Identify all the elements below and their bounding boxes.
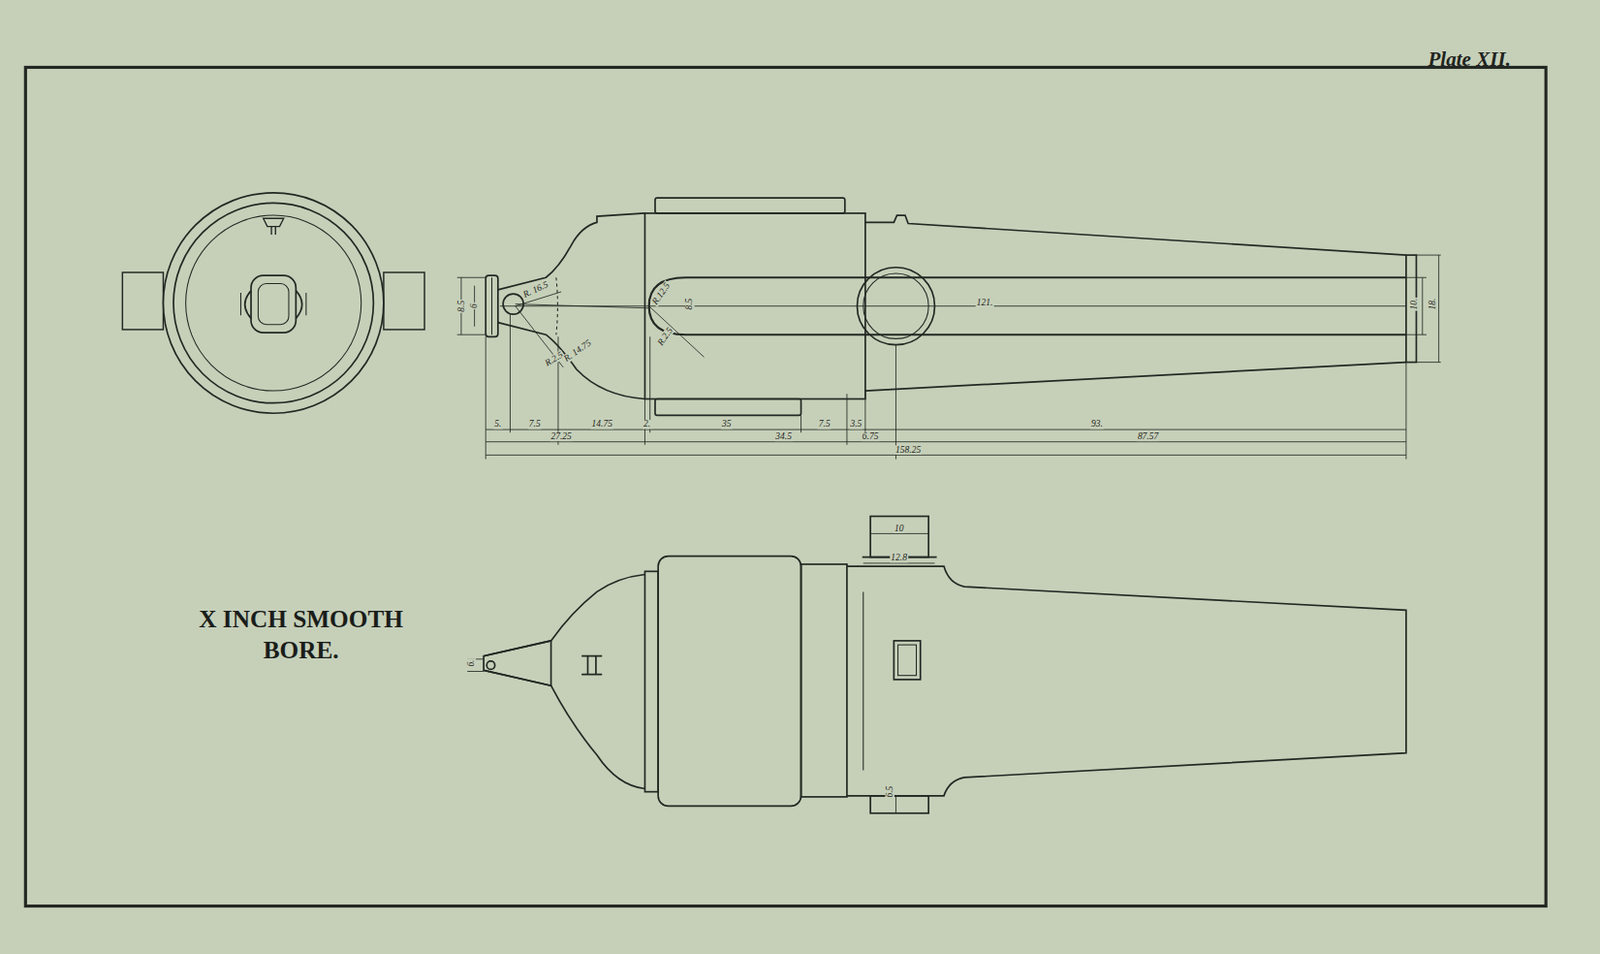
dimension-label: 10. <box>1410 297 1419 312</box>
drawing-line <box>173 202 374 403</box>
drawing-line <box>483 640 551 686</box>
drawing-line <box>485 429 1407 431</box>
dimension-label: 7.5 <box>817 419 832 429</box>
drawing-line <box>457 254 1442 459</box>
dimension-label: 27.25 <box>549 432 572 441</box>
drawing-line <box>500 305 1407 307</box>
drawing-line <box>1405 362 1407 460</box>
drawing-line <box>800 414 802 433</box>
drawing-line <box>162 192 383 413</box>
dimension-label: 6.5 <box>884 784 894 799</box>
drawing-line <box>1406 334 1427 336</box>
drawing-line <box>895 795 897 814</box>
drawing-title: X INCH SMOOTH BORE. <box>168 603 435 665</box>
dimension-label: 8.5 <box>685 297 694 312</box>
drawing-line <box>257 283 289 325</box>
drawing-line <box>485 275 499 337</box>
drawing-line <box>870 533 929 534</box>
drawing-line <box>250 275 296 333</box>
dimension-label: 6. <box>467 658 476 667</box>
drawing-line <box>847 565 1407 796</box>
drawing-line <box>863 562 936 564</box>
drawing-line <box>491 277 493 335</box>
plate-number: Plate XII. <box>1426 49 1512 70</box>
dimension-label: 5. <box>493 419 502 429</box>
drawing-line <box>865 362 1407 391</box>
drawing-line <box>486 660 495 669</box>
drawing-line <box>186 215 362 391</box>
dimension-label: 2. <box>642 419 652 429</box>
drawing-line <box>483 574 645 657</box>
dimension-label: 6.75 <box>861 432 880 441</box>
drawing-line <box>245 290 303 318</box>
drawing-line <box>870 516 929 558</box>
dimension-label: 35 <box>721 419 733 429</box>
drawing-line <box>649 336 651 433</box>
dimension-label: 18. <box>1428 297 1438 312</box>
drawing-line <box>1421 277 1423 335</box>
drawing-line <box>864 390 866 433</box>
drawing-line <box>240 292 306 315</box>
drawing-line <box>1415 361 1441 363</box>
drawing-line <box>467 670 484 672</box>
drawing-line <box>509 313 511 433</box>
drawing-line <box>122 272 163 330</box>
drawing-line <box>1438 254 1440 363</box>
dimension-label: R. 14.75 <box>561 337 594 364</box>
drawing-line <box>870 795 929 814</box>
dimension-label: 87.57 <box>1136 432 1160 441</box>
drawing-line <box>383 272 425 330</box>
dimension-label: 7.5 <box>528 419 542 429</box>
drawing-line <box>25 66 1546 906</box>
drawing-line <box>655 197 846 214</box>
drawing-line <box>644 570 659 791</box>
drawing-line <box>655 398 802 415</box>
dimension-label: 6 <box>470 302 479 310</box>
dimension-label: 8.5 <box>456 299 466 314</box>
drawing-line <box>263 218 284 235</box>
drawing-line <box>862 591 864 770</box>
drawing-line <box>485 440 1407 442</box>
drawing-line <box>467 533 935 813</box>
dimension-label: 34.5 <box>774 432 793 441</box>
drawing-line <box>485 336 487 459</box>
drawing-line <box>498 213 646 290</box>
dimension-label: 14.75 <box>591 419 614 429</box>
drawing-line <box>846 393 848 445</box>
drawing-line <box>658 556 801 807</box>
drawing-line <box>1415 254 1441 256</box>
drawing-line <box>649 306 705 358</box>
drawing-line <box>515 304 650 309</box>
drawing-line <box>1406 277 1427 279</box>
dimension-label: 3.5 <box>848 419 863 429</box>
drawing-line <box>801 564 848 797</box>
drawing-line <box>483 669 645 788</box>
drawing-line <box>898 644 917 676</box>
dimension-label: 121. <box>975 298 995 308</box>
drawing-line <box>581 656 602 675</box>
dimension-label: 158.25 <box>894 444 922 454</box>
drawing-line <box>498 322 646 400</box>
dimension-label: 93. <box>1090 419 1104 429</box>
drawing-line <box>893 640 920 680</box>
drawing-line <box>485 454 1407 456</box>
drawing-line <box>865 215 1407 255</box>
dimension-label: 10 <box>893 523 906 533</box>
dimension-label: R.12.5 <box>650 280 673 307</box>
dimension-label: 12.8 <box>889 553 909 563</box>
